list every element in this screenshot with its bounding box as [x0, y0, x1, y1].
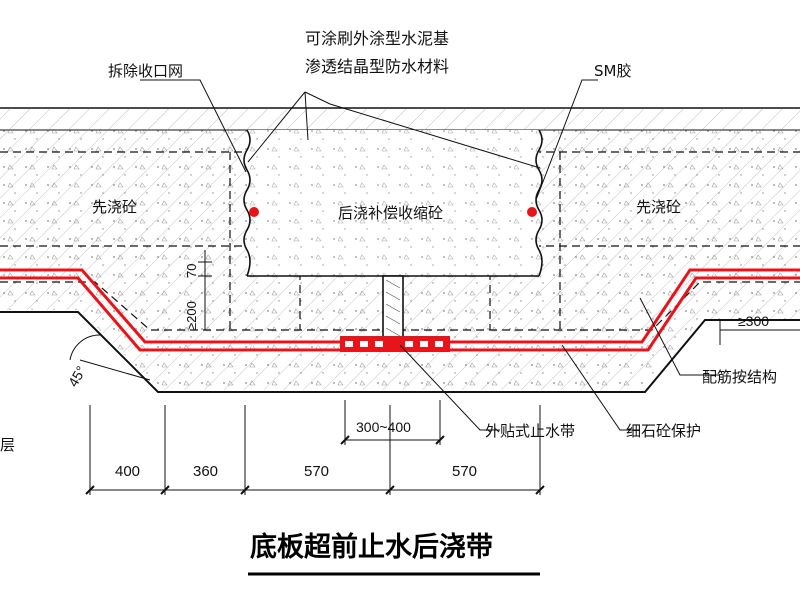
top-slab	[0, 107, 800, 131]
external-waterstop-label: 外贴式止水带	[485, 422, 575, 440]
leader-lines	[140, 79, 720, 431]
pre-pour-right-label: 先浇砼	[636, 198, 681, 216]
sm-glue-label: SM胶	[594, 62, 631, 80]
dim-300-right-label: ≥300	[738, 313, 769, 329]
drawing-title: 底板超前止水后浇带	[250, 531, 493, 563]
remove-mesh-label: 拆除收口网	[108, 62, 183, 80]
sm-glue-right	[527, 207, 537, 217]
sm-glue-left	[249, 207, 259, 217]
fine-concrete-label: 细石砼保护	[626, 422, 701, 440]
dimension-400: 400	[115, 463, 140, 480]
dim-200-label: ≥200	[184, 301, 199, 330]
dimension-ticks	[85, 435, 545, 495]
dimension-360: 360	[193, 463, 218, 480]
pre-pour-left-label: 先浇砼	[92, 198, 137, 216]
dimension-570-right: 570	[452, 463, 477, 480]
groove-stem	[382, 275, 404, 339]
external-waterstop	[340, 336, 450, 352]
angle-45-label: 45°	[65, 363, 89, 389]
post-pour-center-label: 后浇补偿收缩砼	[338, 204, 443, 222]
dim-70-label: 70	[184, 264, 199, 278]
post-pour-region	[243, 129, 543, 277]
dim-300-400-label: 300~400	[356, 419, 411, 435]
left-edge-label: 层	[0, 436, 15, 454]
rebar-note-label: 配筋按结构	[702, 368, 777, 386]
coating-label-line2: 渗透结晶型防水材料	[305, 57, 449, 76]
dimension-570-left: 570	[304, 463, 329, 480]
coating-label-line1: 可涂刷外涂型水泥基	[305, 29, 449, 48]
